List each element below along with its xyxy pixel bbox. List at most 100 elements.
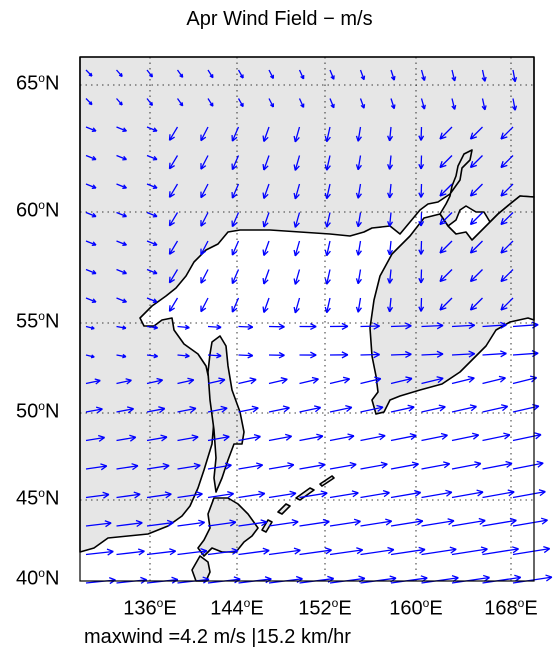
wind-arrow xyxy=(482,432,511,442)
wind-arrow xyxy=(116,378,132,385)
wind-arrow xyxy=(360,546,395,556)
wind-arrow xyxy=(85,548,114,556)
wind-arrow xyxy=(482,489,515,499)
wind-arrow xyxy=(238,323,254,330)
wind-arrow xyxy=(293,183,301,200)
wind-arrow xyxy=(420,98,426,110)
wind-arrow xyxy=(85,154,97,161)
wind-arrow xyxy=(116,353,127,359)
wind-arrow xyxy=(451,546,488,556)
wind-arrow xyxy=(324,155,331,171)
wind-arrow xyxy=(421,322,444,330)
wind-arrow xyxy=(262,240,270,256)
wind-arrow xyxy=(168,126,179,141)
wind-arrow xyxy=(177,519,206,527)
wind-arrow xyxy=(200,212,209,227)
wind-arrow xyxy=(238,490,266,499)
wind-arrow xyxy=(238,462,264,470)
wind-arrow xyxy=(207,352,222,359)
wind-arrow xyxy=(293,269,301,285)
wind-arrow xyxy=(85,354,95,359)
wind-arrow xyxy=(268,490,297,499)
land-kuril-2 xyxy=(277,503,291,515)
latitude-label: 45oN xyxy=(16,486,59,511)
wind-arrow xyxy=(421,489,453,499)
wind-arrow xyxy=(116,183,127,189)
wind-arrow xyxy=(421,518,455,527)
latitude-label: 55oN xyxy=(16,309,59,334)
wind-arrow xyxy=(85,406,103,414)
wind-arrow xyxy=(390,546,426,556)
wind-arrow xyxy=(500,212,514,226)
wind-arrow xyxy=(268,405,290,413)
latitude-label: 60oN xyxy=(16,198,59,223)
wind-arrow xyxy=(293,240,301,257)
wind-arrow xyxy=(355,212,363,228)
wind-arrow xyxy=(231,155,240,171)
lat-hemisphere: N xyxy=(44,199,60,222)
wind-arrow xyxy=(116,325,127,330)
wind-arrow xyxy=(85,491,110,499)
lat-hemisphere: N xyxy=(44,310,60,333)
longitude-label: 160oE xyxy=(389,596,442,621)
wind-arrow xyxy=(200,269,209,284)
wind-arrow xyxy=(439,240,453,254)
wind-arrow xyxy=(360,404,384,413)
lat-degree: 40 xyxy=(16,567,39,590)
wind-arrow xyxy=(418,269,425,284)
wind-arrow xyxy=(116,406,134,414)
wind-arrow xyxy=(469,183,483,197)
lat-degree: 50 xyxy=(16,400,39,423)
wind-arrow xyxy=(360,461,388,470)
wind-arrow xyxy=(390,489,422,499)
wind-arrow xyxy=(207,519,237,527)
wind-arrow xyxy=(177,324,190,330)
wind-arrow xyxy=(116,69,123,78)
wind-arrow xyxy=(469,212,483,226)
wind-arrow xyxy=(387,126,394,142)
degree-mark: o xyxy=(38,309,45,323)
wind-arrow xyxy=(512,489,546,499)
wind-arrow xyxy=(231,240,240,256)
wind-arrow xyxy=(238,377,257,385)
wind-arrow xyxy=(421,376,444,385)
wind-arrow xyxy=(469,126,483,140)
wind-arrow xyxy=(500,269,514,283)
wind-arrow xyxy=(168,212,179,227)
wind-arrow xyxy=(439,269,453,283)
wind-arrow xyxy=(231,212,240,228)
wind-arrow xyxy=(360,518,393,527)
wind-arrow xyxy=(116,463,139,471)
longitude-label: 168oE xyxy=(484,596,537,621)
wind-arrow xyxy=(85,98,93,106)
wind-arrow xyxy=(439,126,453,140)
wind-arrow xyxy=(390,69,396,81)
wind-arrow xyxy=(299,351,317,359)
wind-arrow xyxy=(268,519,299,527)
wind-arrow xyxy=(451,489,484,499)
wind-arrow xyxy=(146,211,158,218)
wind-arrow xyxy=(268,323,285,331)
wind-arrow xyxy=(231,183,240,199)
wind-arrow xyxy=(116,491,141,499)
wind-arrow xyxy=(418,155,425,170)
wind-arrow xyxy=(262,155,270,171)
wind-arrow xyxy=(329,433,355,442)
wind-arrow xyxy=(146,462,170,470)
wind-arrow xyxy=(482,404,509,413)
wind-arrow xyxy=(262,183,270,199)
wind-arrow xyxy=(293,212,301,228)
wind-arrow xyxy=(355,240,363,256)
wind-arrow xyxy=(177,548,208,556)
land-kamchatka xyxy=(369,195,535,415)
wind-arrow xyxy=(360,376,382,385)
wind-arrow xyxy=(268,377,288,385)
wind-arrow xyxy=(207,98,214,107)
wind-arrow xyxy=(262,269,270,285)
wind-arrow xyxy=(85,183,97,189)
wind-arrow xyxy=(324,240,331,257)
wind-arrow xyxy=(355,269,363,285)
wind-arrow xyxy=(85,463,108,471)
latitude-label: 50oN xyxy=(16,399,59,424)
wind-arrow xyxy=(299,518,330,527)
